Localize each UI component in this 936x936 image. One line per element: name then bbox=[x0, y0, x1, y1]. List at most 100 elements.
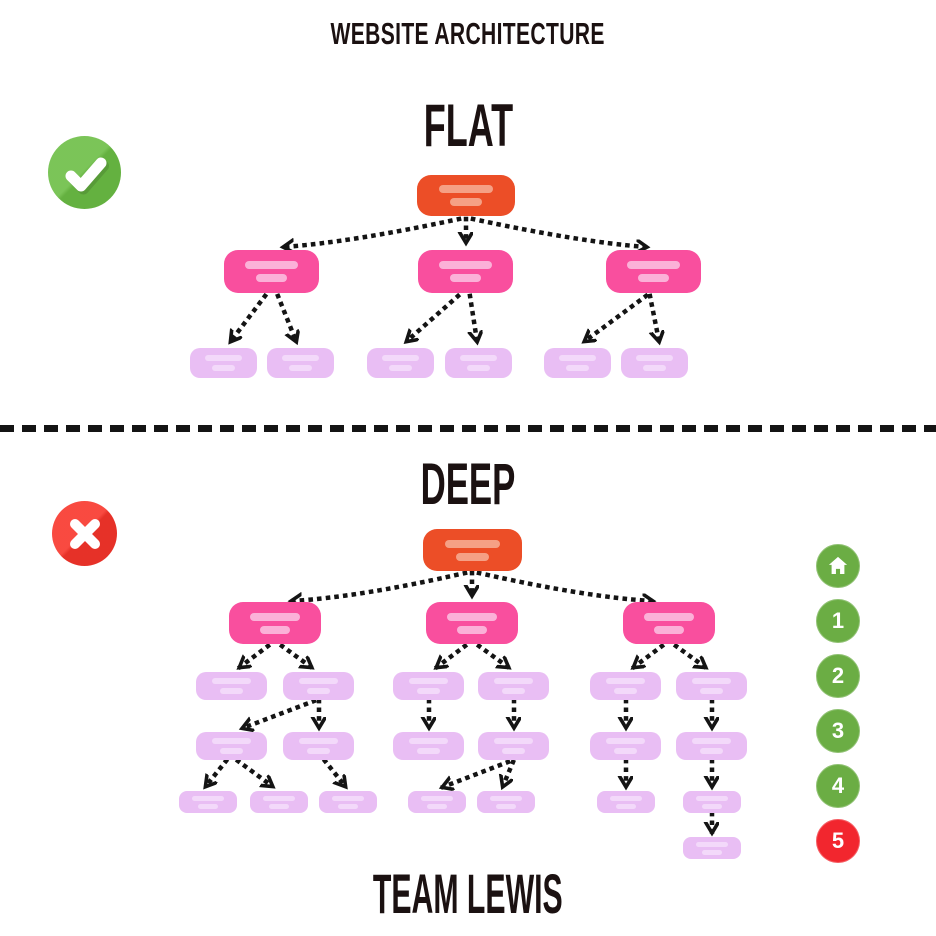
flat-link-arrow bbox=[275, 293, 296, 341]
deep-p3-d bbox=[478, 732, 549, 760]
text-placeholder-bar bbox=[211, 738, 252, 744]
cross-glyph bbox=[69, 518, 100, 549]
text-placeholder-bar bbox=[702, 803, 722, 809]
text-placeholder-bar bbox=[439, 261, 492, 269]
deep-p3-a bbox=[196, 732, 267, 760]
text-placeholder-bar bbox=[382, 355, 419, 361]
deep-link-arrow bbox=[234, 757, 272, 790]
text-placeholder-bar bbox=[219, 748, 244, 754]
deep-link-arrow bbox=[672, 642, 705, 671]
text-placeholder-bar bbox=[691, 738, 732, 744]
text-placeholder-bar bbox=[449, 198, 483, 206]
text-placeholder-bar bbox=[269, 803, 289, 809]
text-placeholder-bar bbox=[306, 748, 331, 754]
deep-p3-e bbox=[590, 732, 661, 760]
text-placeholder-bar bbox=[627, 261, 680, 269]
text-placeholder-bar bbox=[263, 795, 295, 801]
text-placeholder-bar bbox=[445, 539, 500, 548]
deep-p4-g bbox=[683, 791, 741, 813]
deep-p4-f bbox=[597, 791, 655, 813]
deep-cat-1 bbox=[229, 602, 321, 644]
brand-logo: TEAM LEWIS bbox=[373, 862, 563, 925]
text-placeholder-bar bbox=[501, 688, 526, 694]
deep-p3-f bbox=[676, 732, 747, 760]
text-placeholder-bar bbox=[616, 803, 636, 809]
deep-link-arrow bbox=[476, 570, 652, 601]
deep-p4-d bbox=[408, 791, 466, 813]
text-placeholder-bar bbox=[696, 795, 728, 801]
deep-link-arrow bbox=[292, 570, 468, 601]
text-placeholder-bar bbox=[559, 355, 596, 361]
flat-link-arrow bbox=[227, 292, 269, 341]
flat-home bbox=[417, 175, 515, 216]
check-icon bbox=[48, 136, 121, 209]
text-placeholder-bar bbox=[408, 678, 449, 684]
flat-link-arrow bbox=[647, 293, 659, 341]
text-placeholder-bar bbox=[496, 803, 516, 809]
deep-p2-b bbox=[283, 672, 354, 700]
flat-cat-3 bbox=[606, 250, 701, 293]
level-badge-5: 5 bbox=[816, 819, 860, 863]
deep-p2-a bbox=[196, 672, 267, 700]
home-icon bbox=[828, 556, 848, 575]
text-placeholder-bar bbox=[456, 625, 488, 634]
deep-link-arrow bbox=[202, 757, 230, 786]
text-placeholder-bar bbox=[643, 365, 666, 371]
text-placeholder-bar bbox=[427, 803, 447, 809]
flat-page-1 bbox=[190, 348, 257, 378]
deep-link-arrow bbox=[240, 642, 272, 671]
text-placeholder-bar bbox=[389, 365, 412, 371]
level-badge-2: 2 bbox=[816, 654, 860, 698]
text-placeholder-bar bbox=[249, 612, 301, 621]
level-badge-3: 3 bbox=[816, 709, 860, 753]
deep-p3-b bbox=[283, 732, 354, 760]
deep-link-arrow bbox=[503, 759, 516, 786]
text-placeholder-bar bbox=[198, 803, 218, 809]
deep-p3-c bbox=[393, 732, 464, 760]
deep-p2-d bbox=[478, 672, 549, 700]
text-placeholder-bar bbox=[446, 612, 498, 621]
text-placeholder-bar bbox=[416, 748, 441, 754]
text-placeholder-bar bbox=[408, 738, 449, 744]
level-badge-1: 1 bbox=[816, 599, 860, 643]
flat-cat-2 bbox=[418, 250, 513, 293]
text-placeholder-bar bbox=[643, 612, 695, 621]
text-placeholder-bar bbox=[416, 688, 441, 694]
deep-p4-b bbox=[250, 791, 308, 813]
flat-page-2 bbox=[267, 348, 334, 378]
text-placeholder-bar bbox=[205, 355, 242, 361]
deep-p4-a bbox=[179, 791, 237, 813]
cross-icon bbox=[52, 501, 117, 566]
deep-cat-2 bbox=[426, 602, 518, 644]
text-placeholder-bar bbox=[613, 748, 638, 754]
text-placeholder-bar bbox=[610, 795, 642, 801]
flat-link-arrow bbox=[470, 293, 477, 341]
deep-link-arrow bbox=[437, 642, 469, 671]
text-placeholder-bar bbox=[636, 355, 673, 361]
deep-p4-c bbox=[319, 791, 377, 813]
flat-link-arrow bbox=[470, 216, 646, 247]
checkmark-glyph bbox=[65, 157, 109, 194]
flat-page-5 bbox=[544, 348, 611, 378]
text-placeholder-bar bbox=[696, 841, 728, 847]
flat-cat-1 bbox=[224, 250, 319, 293]
deep-link-arrow bbox=[634, 642, 666, 671]
text-placeholder-bar bbox=[699, 688, 724, 694]
text-placeholder-bar bbox=[421, 795, 453, 801]
text-placeholder-bar bbox=[566, 365, 589, 371]
text-placeholder-bar bbox=[493, 678, 534, 684]
text-placeholder-bar bbox=[289, 365, 312, 371]
deep-link-arrow bbox=[278, 642, 311, 671]
text-placeholder-bar bbox=[212, 365, 235, 371]
text-placeholder-bar bbox=[501, 748, 526, 754]
text-placeholder-bar bbox=[298, 678, 339, 684]
deep-p4-e bbox=[477, 791, 535, 813]
deep-cat-3 bbox=[623, 602, 715, 644]
deep-p5-a bbox=[683, 837, 741, 859]
flat-section-title: FLAT bbox=[423, 92, 513, 159]
deep-link-arrow bbox=[243, 698, 317, 728]
text-placeholder-bar bbox=[637, 274, 670, 282]
text-placeholder-bar bbox=[493, 738, 534, 744]
